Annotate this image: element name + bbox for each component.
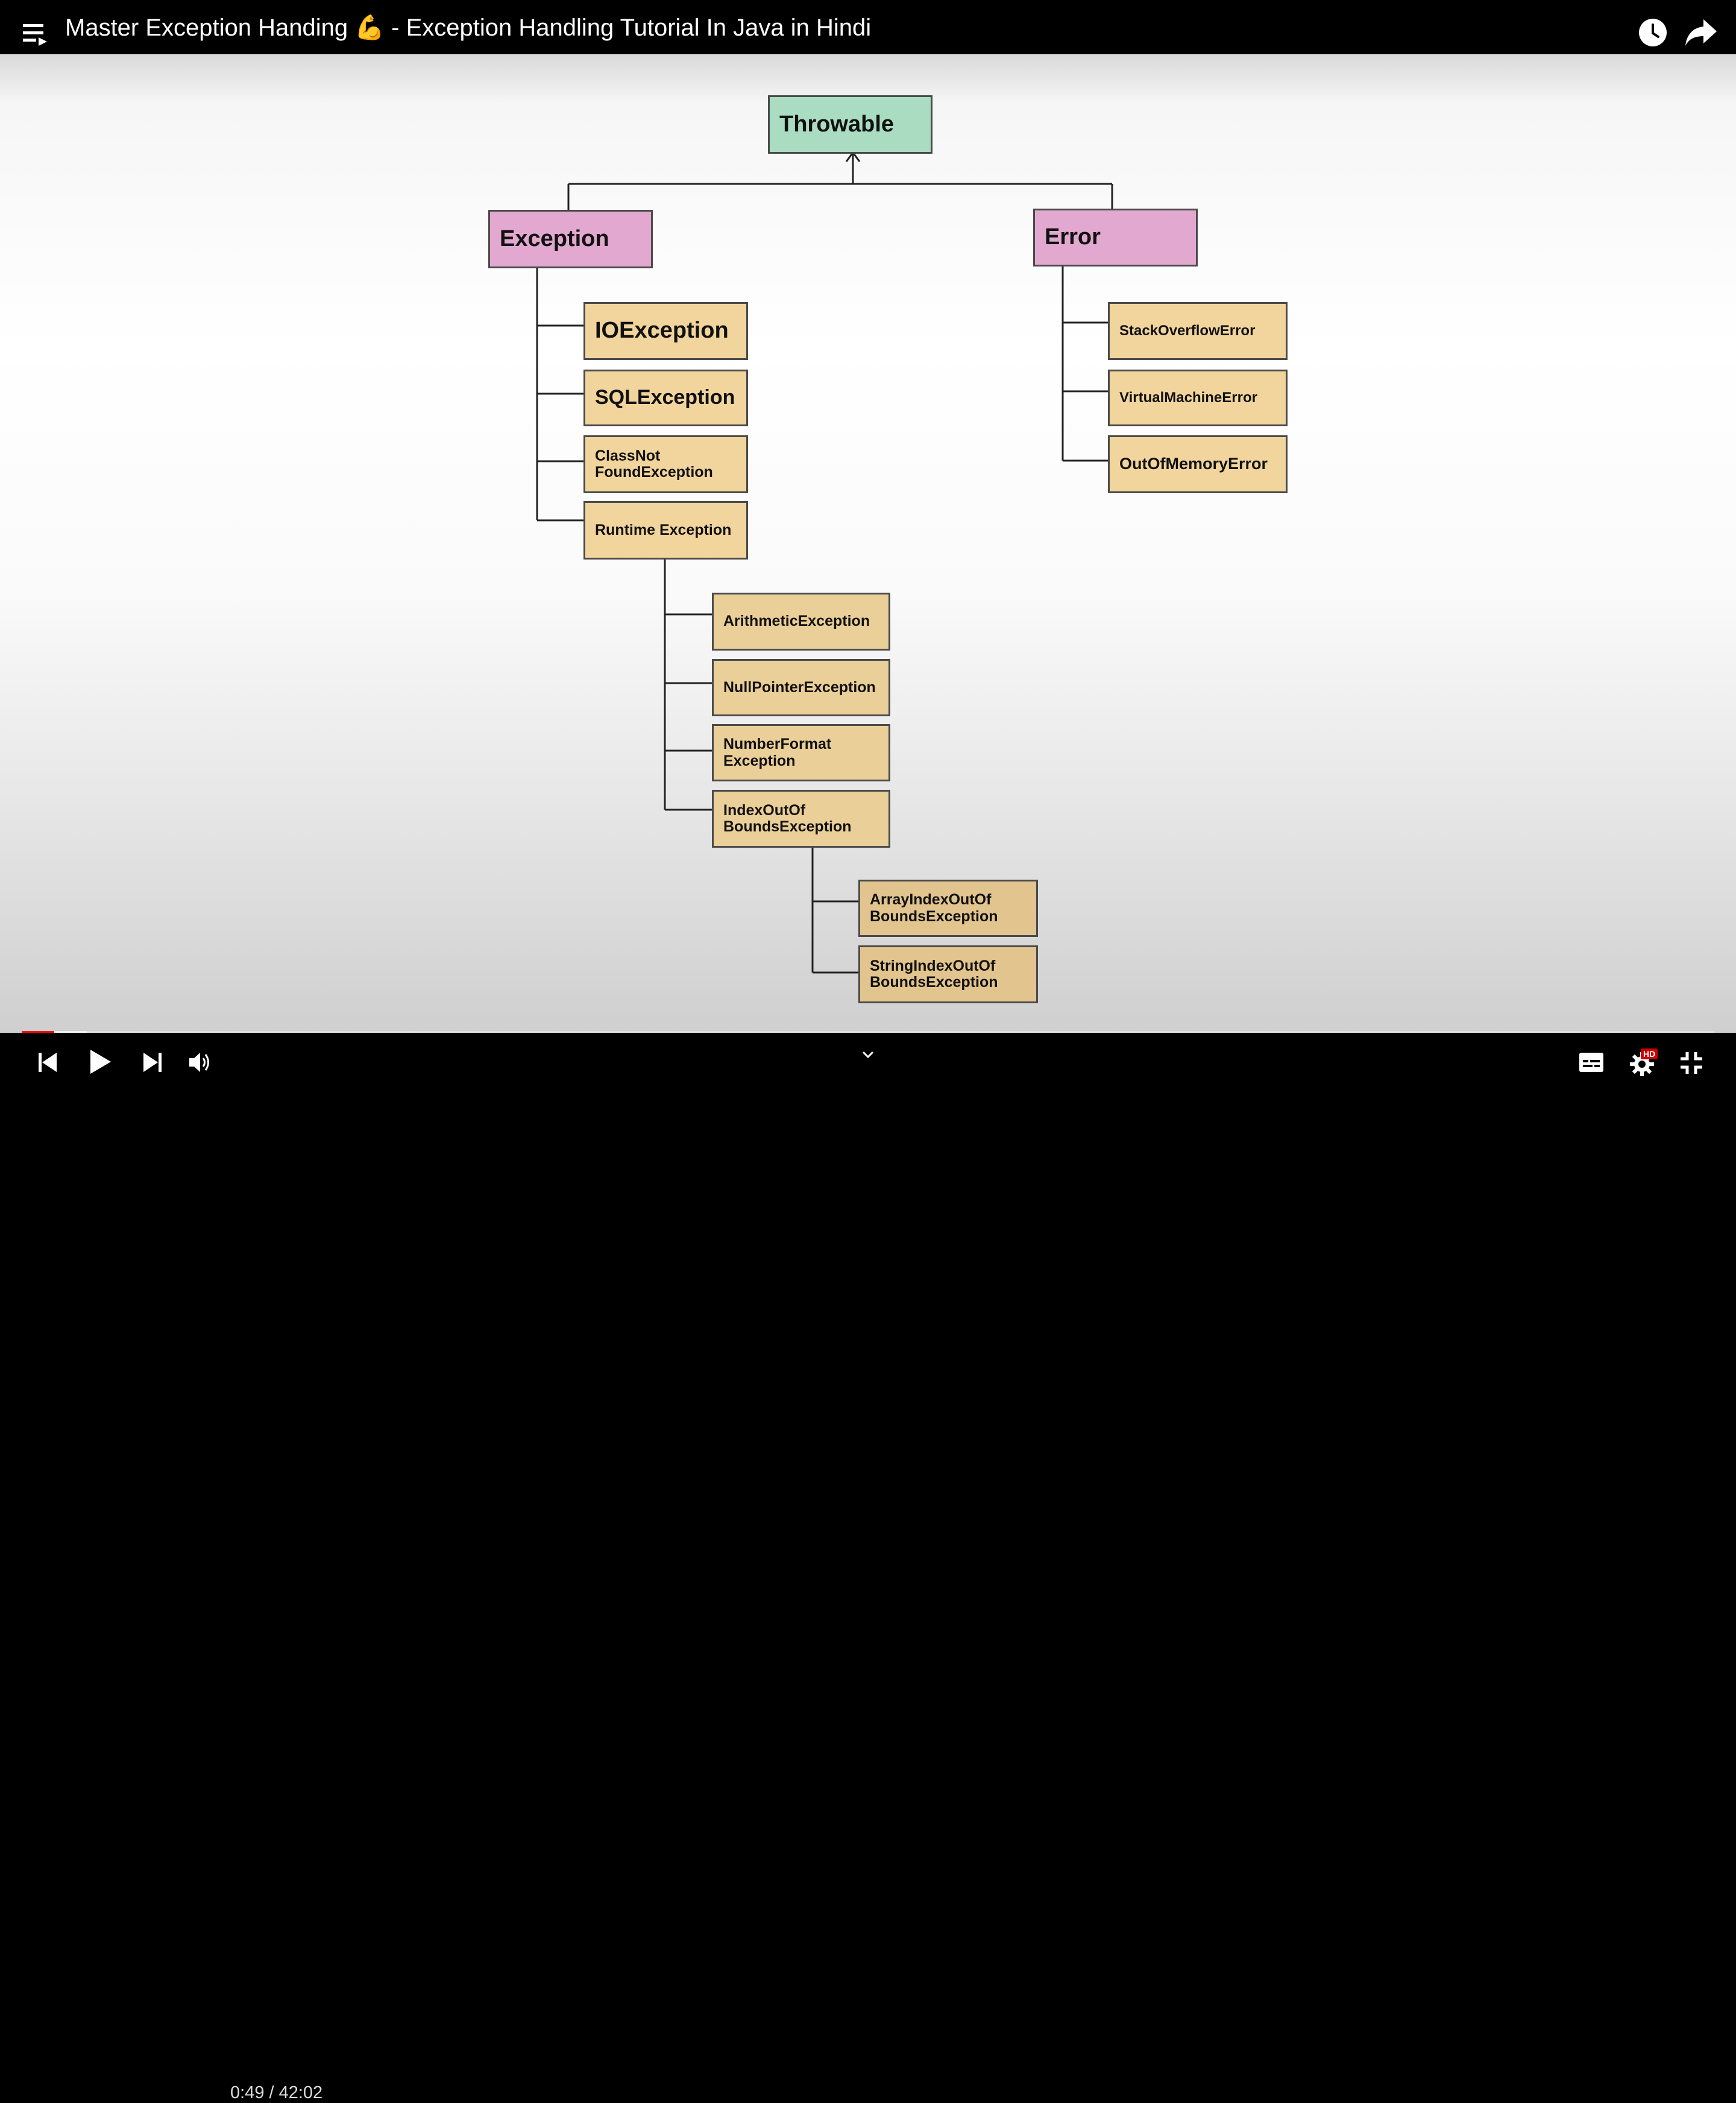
- skip-next-icon[interactable]: [143, 1053, 162, 1072]
- captions-icon[interactable]: [1579, 1053, 1603, 1072]
- indexoutofboundsexception-node: IndexOutOf BoundsException: [712, 790, 890, 848]
- hd-badge: HD: [1641, 1048, 1658, 1059]
- video-frame[interactable]: Throwable Exception Error IOException SQ…: [0, 54, 1736, 1033]
- nullpointerexception-node: NullPointerException: [712, 659, 890, 716]
- volume-icon[interactable]: [189, 1052, 212, 1073]
- skip-previous-icon[interactable]: [39, 1053, 57, 1072]
- video-title: Master Exception Handing 💪 - Exception H…: [65, 14, 872, 41]
- exit-fullscreen-icon[interactable]: [1681, 1052, 1702, 1074]
- share-arrow-icon[interactable]: [1685, 19, 1717, 46]
- virtualmachineerror-node: VirtualMachineError: [1108, 370, 1288, 426]
- outofmemoryerror-node: OutOfMemoryError: [1108, 435, 1288, 493]
- chevron-down-icon[interactable]: [862, 1051, 874, 1059]
- runtimeexception-node: Runtime Exception: [583, 501, 748, 560]
- stringindexoutofboundsexception-node: StringIndexOutOf BoundsException: [858, 945, 1038, 1003]
- arithmeticexception-node: ArithmeticException: [712, 593, 890, 651]
- top-bar: Master Exception Handing 💪 - Exception H…: [0, 0, 1736, 54]
- play-icon[interactable]: [90, 1050, 111, 1074]
- error-node: Error: [1033, 209, 1198, 266]
- playlist-menu-icon[interactable]: [23, 23, 49, 47]
- hierarchy-connector-lines: [536, 151, 1113, 974]
- player-controls: 0:49 / 42:02 HD: [0, 1033, 1736, 2102]
- throwable-node: Throwable: [768, 95, 932, 154]
- numberformatexception-node: NumberFormat Exception: [712, 724, 890, 781]
- sqlexception-node: SQLException: [583, 370, 748, 426]
- time-display: 0:49 / 42:02: [230, 2083, 323, 2102]
- stackoverflowerror-node: StackOverflowError: [1108, 302, 1288, 360]
- exception-node: Exception: [488, 210, 653, 268]
- ioexception-node: IOException: [583, 302, 748, 360]
- settings-button[interactable]: HD: [1628, 1048, 1661, 1076]
- arrayindexoutofboundsexception-node: ArrayIndexOutOf BoundsException: [858, 880, 1038, 937]
- classnotfoundexception-node: ClassNot FoundException: [583, 435, 748, 493]
- clock-icon[interactable]: [1638, 18, 1667, 47]
